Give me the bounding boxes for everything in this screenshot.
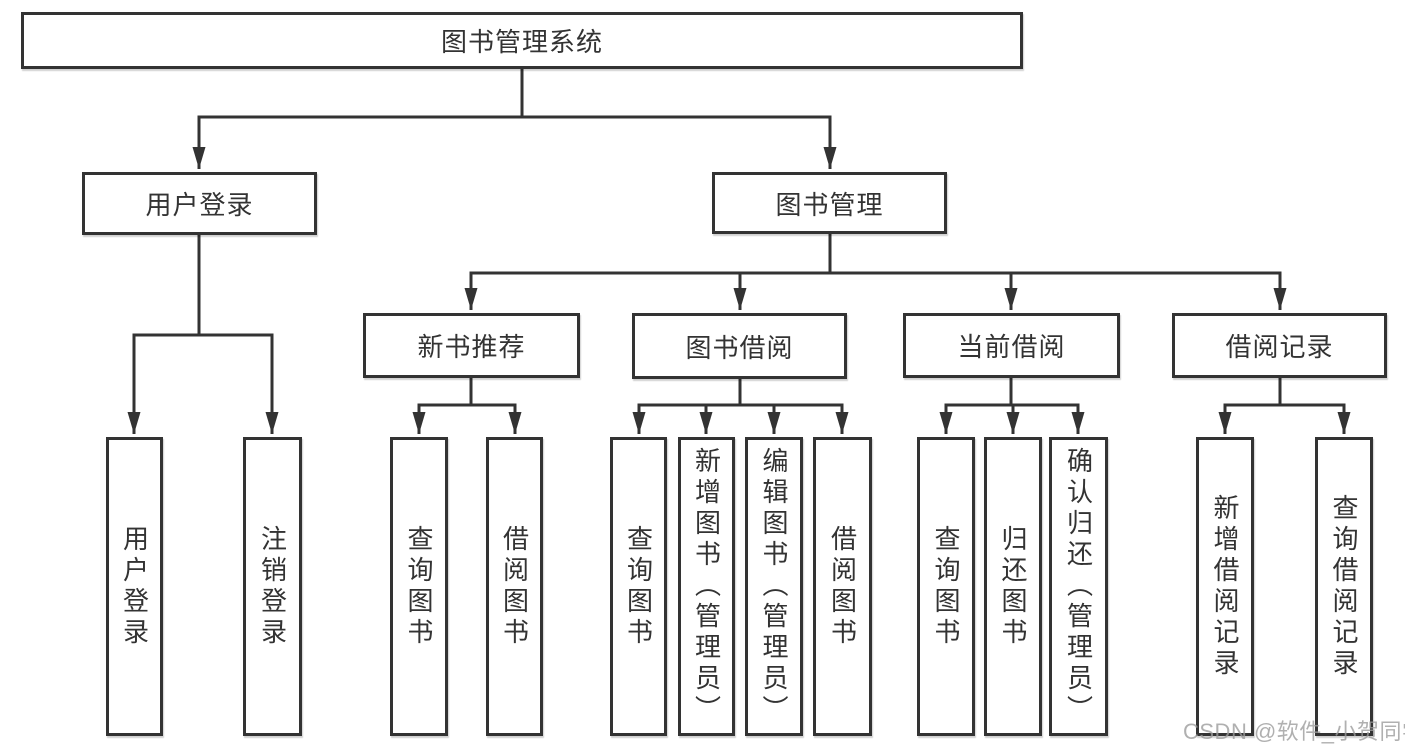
node-current-borrow-label: 当前借阅 — [957, 332, 1066, 362]
connector-book-borrow-children — [632, 378, 849, 434]
node-cb-confirm-return-label: 确认归还（管理员） — [1063, 447, 1094, 726]
node-book-borrow: 图书借阅 — [632, 313, 847, 379]
node-cb-return-book-label: 归还图书 — [998, 524, 1028, 649]
node-bb-edit-book: 编辑图书（管理员） — [745, 437, 803, 736]
node-root: 图书管理系统 — [21, 12, 1023, 69]
node-br-add-record: 新增借阅记录 — [1196, 437, 1254, 736]
node-bb-borrow-book: 借阅图书 — [813, 437, 872, 736]
node-bb-query-book-label: 查询图书 — [623, 524, 654, 649]
node-br-add-record-label: 新增借阅记录 — [1210, 493, 1240, 680]
node-bb-query-book: 查询图书 — [610, 437, 667, 736]
connector-new-book-recommend-children — [412, 378, 522, 434]
node-user-login: 用户登录 — [82, 172, 317, 235]
node-cb-query-book-label: 查询图书 — [931, 524, 961, 649]
node-nbr-borrow-book: 借阅图书 — [486, 437, 543, 736]
node-bb-add-book-label: 新增图书（管理员） — [691, 447, 722, 726]
node-cb-query-book: 查询图书 — [917, 437, 975, 736]
node-bb-borrow-book-label: 借阅图书 — [827, 524, 858, 649]
node-cb-return-book: 归还图书 — [984, 437, 1042, 736]
node-bb-add-book: 新增图书（管理员） — [678, 437, 735, 736]
node-new-book-recommend: 新书推荐 — [363, 313, 580, 378]
node-user-login-label: 用户登录 — [145, 190, 254, 220]
node-bb-edit-book-label: 编辑图书（管理员） — [759, 447, 789, 726]
node-br-query-record: 查询借阅记录 — [1315, 437, 1373, 736]
node-leaf-user-login: 用户登录 — [106, 437, 163, 736]
node-leaf-logout: 注销登录 — [243, 437, 302, 736]
connector-user-login-children — [127, 235, 279, 434]
node-new-book-recommend-label: 新书推荐 — [417, 332, 526, 362]
node-leaf-user-login-label: 用户登录 — [119, 524, 150, 649]
node-book-management: 图书管理 — [712, 172, 947, 234]
node-borrow-records: 借阅记录 — [1172, 313, 1387, 378]
node-leaf-logout-label: 注销登录 — [257, 524, 288, 649]
node-root-label: 图书管理系统 — [440, 27, 603, 57]
node-current-borrow: 当前借阅 — [903, 313, 1120, 378]
node-br-query-record-label: 查询借阅记录 — [1329, 493, 1359, 680]
connector-root-to-level2 — [192, 69, 837, 169]
node-book-borrow-label: 图书借阅 — [685, 332, 794, 363]
connector-book-management-children — [464, 233, 1287, 310]
csdn-watermark: CSDN @软件_小贺同学 — [1183, 719, 1405, 744]
connector-borrow-records-children — [1218, 378, 1351, 434]
node-book-management-label: 图书管理 — [775, 189, 884, 220]
connector-current-borrow-children — [939, 378, 1085, 434]
node-borrow-records-label: 借阅记录 — [1225, 332, 1334, 362]
node-cb-confirm-return: 确认归还（管理员） — [1049, 437, 1108, 736]
node-nbr-query-book: 查询图书 — [390, 437, 448, 736]
node-nbr-borrow-book-label: 借阅图书 — [499, 524, 530, 649]
node-nbr-query-book-label: 查询图书 — [404, 524, 434, 649]
